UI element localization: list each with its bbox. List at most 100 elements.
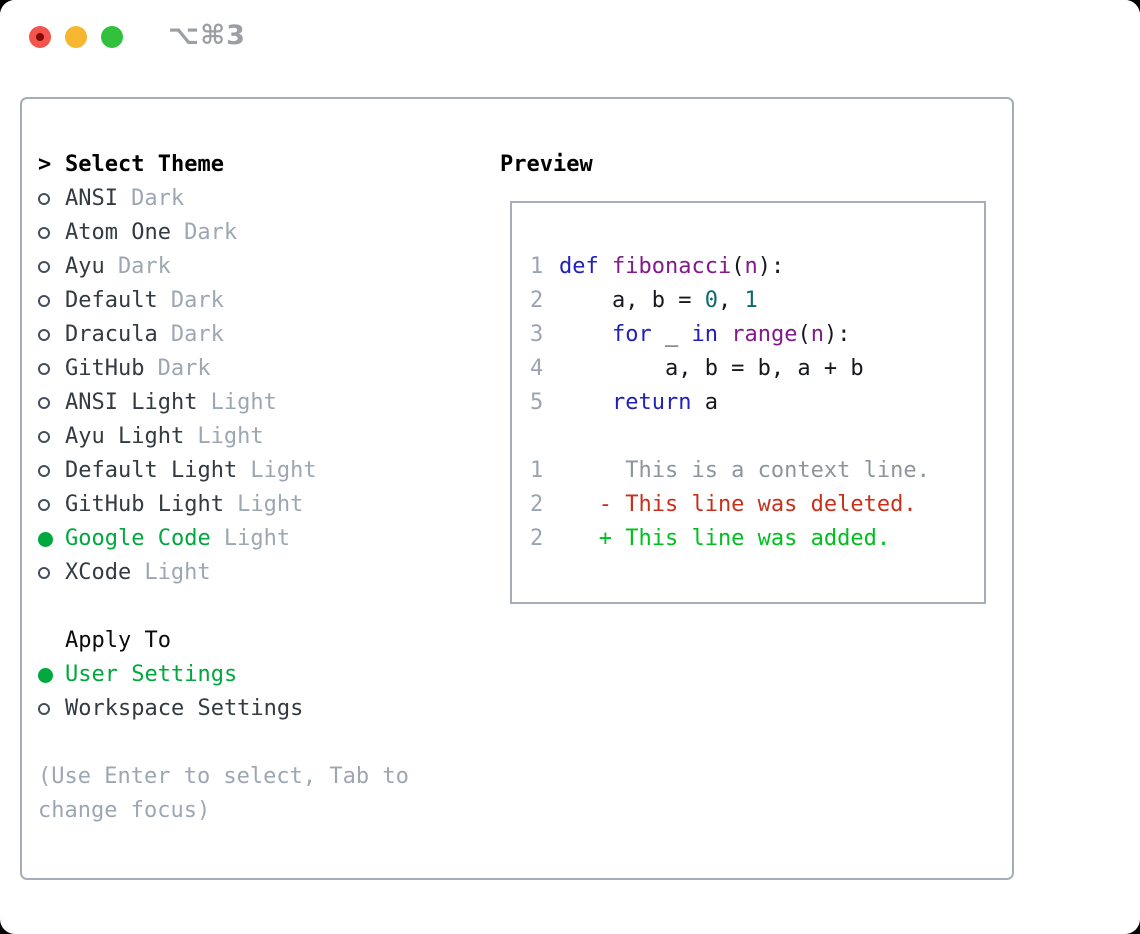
theme-name: GitHub Light xyxy=(65,492,224,517)
hint-line-2: change focus) xyxy=(38,798,211,823)
spacer xyxy=(38,726,478,760)
theme-option-ayu-light[interactable]: Ayu Light Light xyxy=(38,420,478,454)
apply-to-header: Apply To xyxy=(38,624,478,658)
radio-icon xyxy=(38,295,50,307)
token-function: n xyxy=(810,322,824,347)
line-number: 2 xyxy=(530,526,544,551)
theme-option-dracula[interactable]: Dracula Dark xyxy=(38,318,478,352)
token-plain xyxy=(718,322,731,347)
apply-option-workspace-settings[interactable]: Workspace Settings xyxy=(38,692,478,726)
radio-selected-icon xyxy=(38,667,53,683)
line-number: 2 xyxy=(530,288,544,313)
radio-icon xyxy=(38,431,50,443)
token-plain: ( xyxy=(731,254,745,279)
token-function: range xyxy=(731,322,798,347)
line-number: 3 xyxy=(530,322,544,347)
token-plain: ): xyxy=(823,322,851,347)
diff-line-deleted: 2 - This line was deleted. xyxy=(530,488,984,522)
code-line: 3 for _ in range(n): xyxy=(530,318,984,352)
token-keyword: def xyxy=(559,254,599,279)
hint-line-1: (Use Enter to select, Tab to xyxy=(38,764,409,789)
hint-text: (Use Enter to select, Tab to change focu… xyxy=(38,760,478,828)
apply-option-user-settings[interactable]: User Settings xyxy=(38,658,478,692)
token-plain xyxy=(599,254,612,279)
titlebar: ⌥⌘3 xyxy=(0,0,1140,74)
token-plain: , xyxy=(717,288,745,313)
code-line: 5 return a xyxy=(530,386,984,420)
theme-name: Atom One xyxy=(65,220,171,245)
token-plain xyxy=(559,322,612,347)
diff-line-added: 2 + This line was added. xyxy=(530,522,984,556)
theme-variant-badge: Light xyxy=(237,492,304,517)
apply-option-label: User Settings xyxy=(65,662,238,687)
token-plain: a xyxy=(691,390,718,415)
radio-selected-icon xyxy=(38,531,53,547)
radio-icon xyxy=(38,397,50,409)
theme-variant-badge: Light xyxy=(197,424,264,449)
close-button-dot xyxy=(36,33,44,41)
preview-title: Preview xyxy=(500,152,593,177)
token-literal: 0 xyxy=(704,288,718,313)
diff-text-added: + This line was added. xyxy=(559,526,891,551)
theme-name: Dracula xyxy=(65,322,158,347)
theme-option-xcode[interactable]: XCode Light xyxy=(38,556,478,590)
minimize-button[interactable] xyxy=(65,26,87,48)
theme-variant-badge: Dark xyxy=(117,254,171,279)
theme-variant-badge: Dark xyxy=(170,322,224,347)
token-plain: a, b = b, a + b xyxy=(559,356,864,381)
radio-icon xyxy=(38,363,50,375)
theme-variant-badge: Light xyxy=(210,390,277,415)
theme-option-github-light[interactable]: GitHub Light Light xyxy=(38,488,478,522)
select-theme-title: Select Theme xyxy=(65,152,224,177)
theme-name: Default xyxy=(65,288,158,313)
token-keyword: return xyxy=(611,390,692,415)
theme-name: ANSI xyxy=(65,186,118,211)
radio-icon xyxy=(38,499,50,511)
token-plain: _ xyxy=(651,322,692,347)
theme-variant-badge: Light xyxy=(250,458,317,483)
token-keyword: for xyxy=(611,322,652,347)
blank-line xyxy=(530,420,984,454)
radio-icon xyxy=(38,227,50,239)
line-number: 5 xyxy=(530,390,544,415)
theme-name: Default Light xyxy=(65,458,238,483)
radio-icon xyxy=(38,465,50,477)
theme-variant-badge: Light xyxy=(144,560,211,585)
theme-variant-badge: Dark xyxy=(131,186,185,211)
cursor-indicator: > xyxy=(38,152,52,177)
close-button[interactable] xyxy=(29,26,51,48)
theme-option-default-light[interactable]: Default Light Light xyxy=(38,454,478,488)
radio-icon xyxy=(38,193,50,205)
theme-name: Ayu xyxy=(65,254,105,279)
token-literal: 1 xyxy=(744,288,758,313)
theme-option-ayu[interactable]: Ayu Dark xyxy=(38,250,478,284)
radio-icon xyxy=(38,329,50,341)
window-title: ⌥⌘3 xyxy=(168,20,246,51)
radio-icon xyxy=(38,261,50,273)
theme-name: GitHub xyxy=(65,356,145,381)
line-number: 2 xyxy=(530,492,544,517)
line-number: 1 xyxy=(530,458,544,483)
theme-option-ansi[interactable]: ANSI Dark xyxy=(38,182,478,216)
token-keyword: in xyxy=(691,322,718,347)
zoom-button[interactable] xyxy=(101,26,123,48)
spacer xyxy=(38,590,478,624)
token-plain: a, b = xyxy=(559,288,705,313)
code-line: 2 a, b = 0, 1 xyxy=(530,284,984,318)
token-plain xyxy=(559,390,612,415)
theme-name: Ayu Light xyxy=(65,424,185,449)
theme-variant-badge: Light xyxy=(223,526,291,551)
apply-to-title: Apply To xyxy=(65,628,171,653)
theme-name: XCode xyxy=(65,560,132,585)
